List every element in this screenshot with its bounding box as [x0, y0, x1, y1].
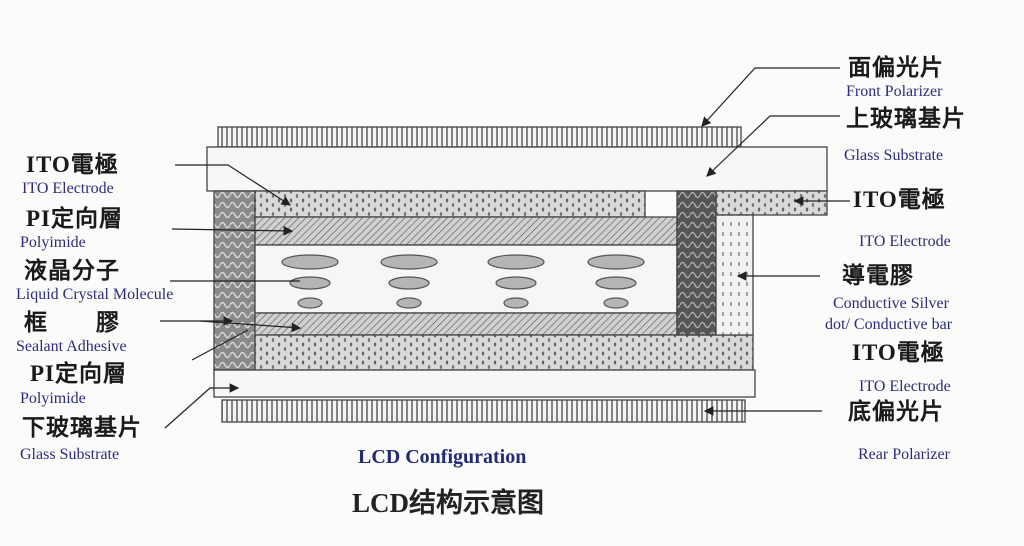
liquid-crystal-molecule [380, 254, 438, 270]
label-bottom-ito-en: ITO Electrode [859, 378, 951, 395]
bottom-pi-layer [254, 312, 678, 336]
label-liquid-crystal-zh: 液晶分子 [24, 258, 120, 283]
label-ito-electrode-zh: ITO電極 [26, 152, 119, 177]
conductive-silver-layer [715, 214, 754, 336]
liquid-crystal-molecule [595, 276, 637, 290]
label-conductive-zh: 導電膠 [842, 263, 914, 288]
diagram-title: LCD结构示意图 [352, 488, 545, 518]
right-ito-extension-layer [715, 190, 828, 216]
label-front-polarizer-zh: 面偏光片 [848, 55, 944, 80]
label-front-polarizer-en: Front Polarizer [846, 83, 943, 100]
label-rear-polarizer-zh: 底偏光片 [848, 399, 944, 424]
label-conductive-en: Conductive Silver [833, 295, 949, 312]
label-ito-electrode-en: ITO Electrode [22, 180, 114, 197]
label-right-ito-en: ITO Electrode [859, 233, 951, 250]
label-top-glass-zh: 上玻璃基片 [846, 106, 966, 131]
liquid-crystal-molecules [281, 254, 645, 309]
leader-left-pi [171, 226, 294, 236]
top-glass-substrate-layer [206, 146, 828, 192]
label-bottom-glass-en: Glass Substrate [20, 446, 120, 463]
liquid-crystal-molecule [281, 254, 339, 270]
leader-bottom-glass [164, 383, 240, 429]
leader-left-ito [175, 164, 292, 206]
label-bottom-ito-zh: ITO電極 [852, 340, 945, 365]
label-bottom-glass-zh: 下玻璃基片 [22, 415, 142, 440]
label-polyimide-2-zh: PI定向層 [30, 361, 127, 386]
label-rear-polarizer-en: Rear Polarizer [858, 446, 950, 463]
label-polyimide-en: Polyimide [20, 234, 86, 251]
rear-polarizer-layer [221, 399, 746, 423]
label-top-glass-en: Glass Substrate [844, 147, 944, 164]
right-sealant-layer [676, 190, 717, 336]
leader-sealant-2 [199, 320, 302, 333]
label-conductive-en2: dot/ Conductive bar [825, 316, 953, 333]
liquid-crystal-molecule [503, 297, 529, 309]
liquid-crystal-molecule [396, 297, 422, 309]
bottom-ito-electrode-layer [254, 334, 754, 371]
top-ito-electrode-layer [254, 190, 646, 218]
label-sealant-zh: 框 膠 [24, 310, 120, 335]
top-pi-layer [254, 216, 678, 246]
liquid-crystal-molecule [297, 297, 323, 309]
leader-front-polarizer [701, 67, 840, 127]
liquid-crystal-molecule [495, 276, 537, 290]
label-liquid-crystal-en: Liquid Crystal Molecule [16, 286, 174, 303]
label-polyimide-2-en: Polyimide [20, 390, 86, 407]
bottom-glass-substrate-layer [213, 369, 756, 398]
label-polyimide-zh: PI定向層 [26, 206, 123, 231]
liquid-crystal-molecule [603, 297, 629, 309]
label-right-ito-zh: ITO電極 [853, 187, 946, 212]
diagram-caption: LCD Configuration [358, 446, 527, 468]
liquid-crystal-molecule [487, 254, 545, 270]
front-polarizer-layer [217, 126, 742, 148]
leader-bottom-pi [191, 329, 249, 361]
liquid-crystal-molecule [388, 276, 430, 290]
liquid-crystal-molecule [289, 276, 331, 290]
leader-lines [160, 67, 850, 429]
leader-top-glass [706, 115, 840, 177]
liquid-crystal-molecule [587, 254, 645, 270]
label-sealant-en: Sealant Adhesive [16, 338, 127, 355]
